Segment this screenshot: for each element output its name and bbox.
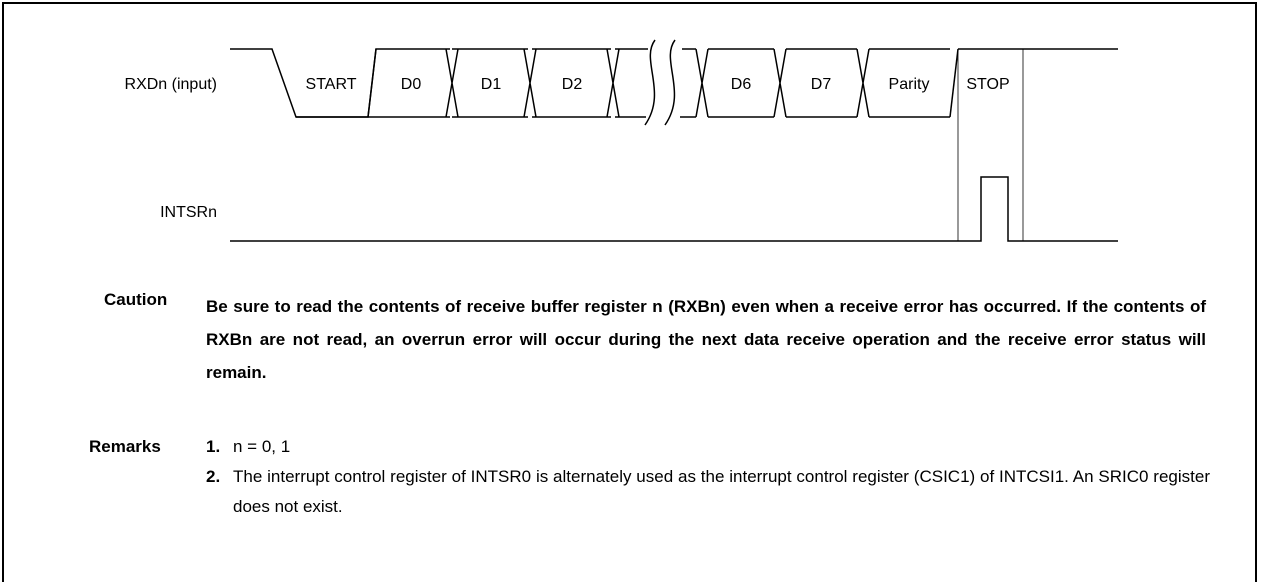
remark-number: 2. [206, 467, 221, 486]
intsr-waveform [230, 176, 1118, 242]
bit-d0: D0 [401, 76, 422, 93]
bit-d1: D1 [481, 76, 502, 93]
remark-number: 1. [206, 437, 221, 456]
caution-label: Caution [104, 290, 168, 309]
intsr-label: INTSRn [160, 204, 217, 221]
remark-text: n = 0, 1 [233, 437, 291, 456]
reference-lines [957, 49, 1024, 241]
caution-text: Be sure to read the contents of receive … [206, 297, 1206, 382]
bit-stop: STOP [966, 76, 1009, 93]
bit-parity: Parity [889, 76, 930, 93]
bit-d6: D6 [731, 76, 752, 93]
remark-item: 2. The interrupt control register of INT… [206, 462, 1210, 522]
bit-d7: D7 [811, 76, 832, 93]
remarks-label: Remarks [89, 437, 161, 456]
bit-d2: D2 [562, 76, 583, 93]
bit-start: START [306, 76, 357, 93]
remark-text: The interrupt control register of INTSR0… [233, 467, 1210, 516]
rxd-label: RXDn (input) [125, 76, 217, 93]
rxd-waveform [230, 39, 1118, 126]
timing-diagram: RXDn (input) INTSRn START D0 D1 D2 D6 D7… [125, 39, 1118, 242]
